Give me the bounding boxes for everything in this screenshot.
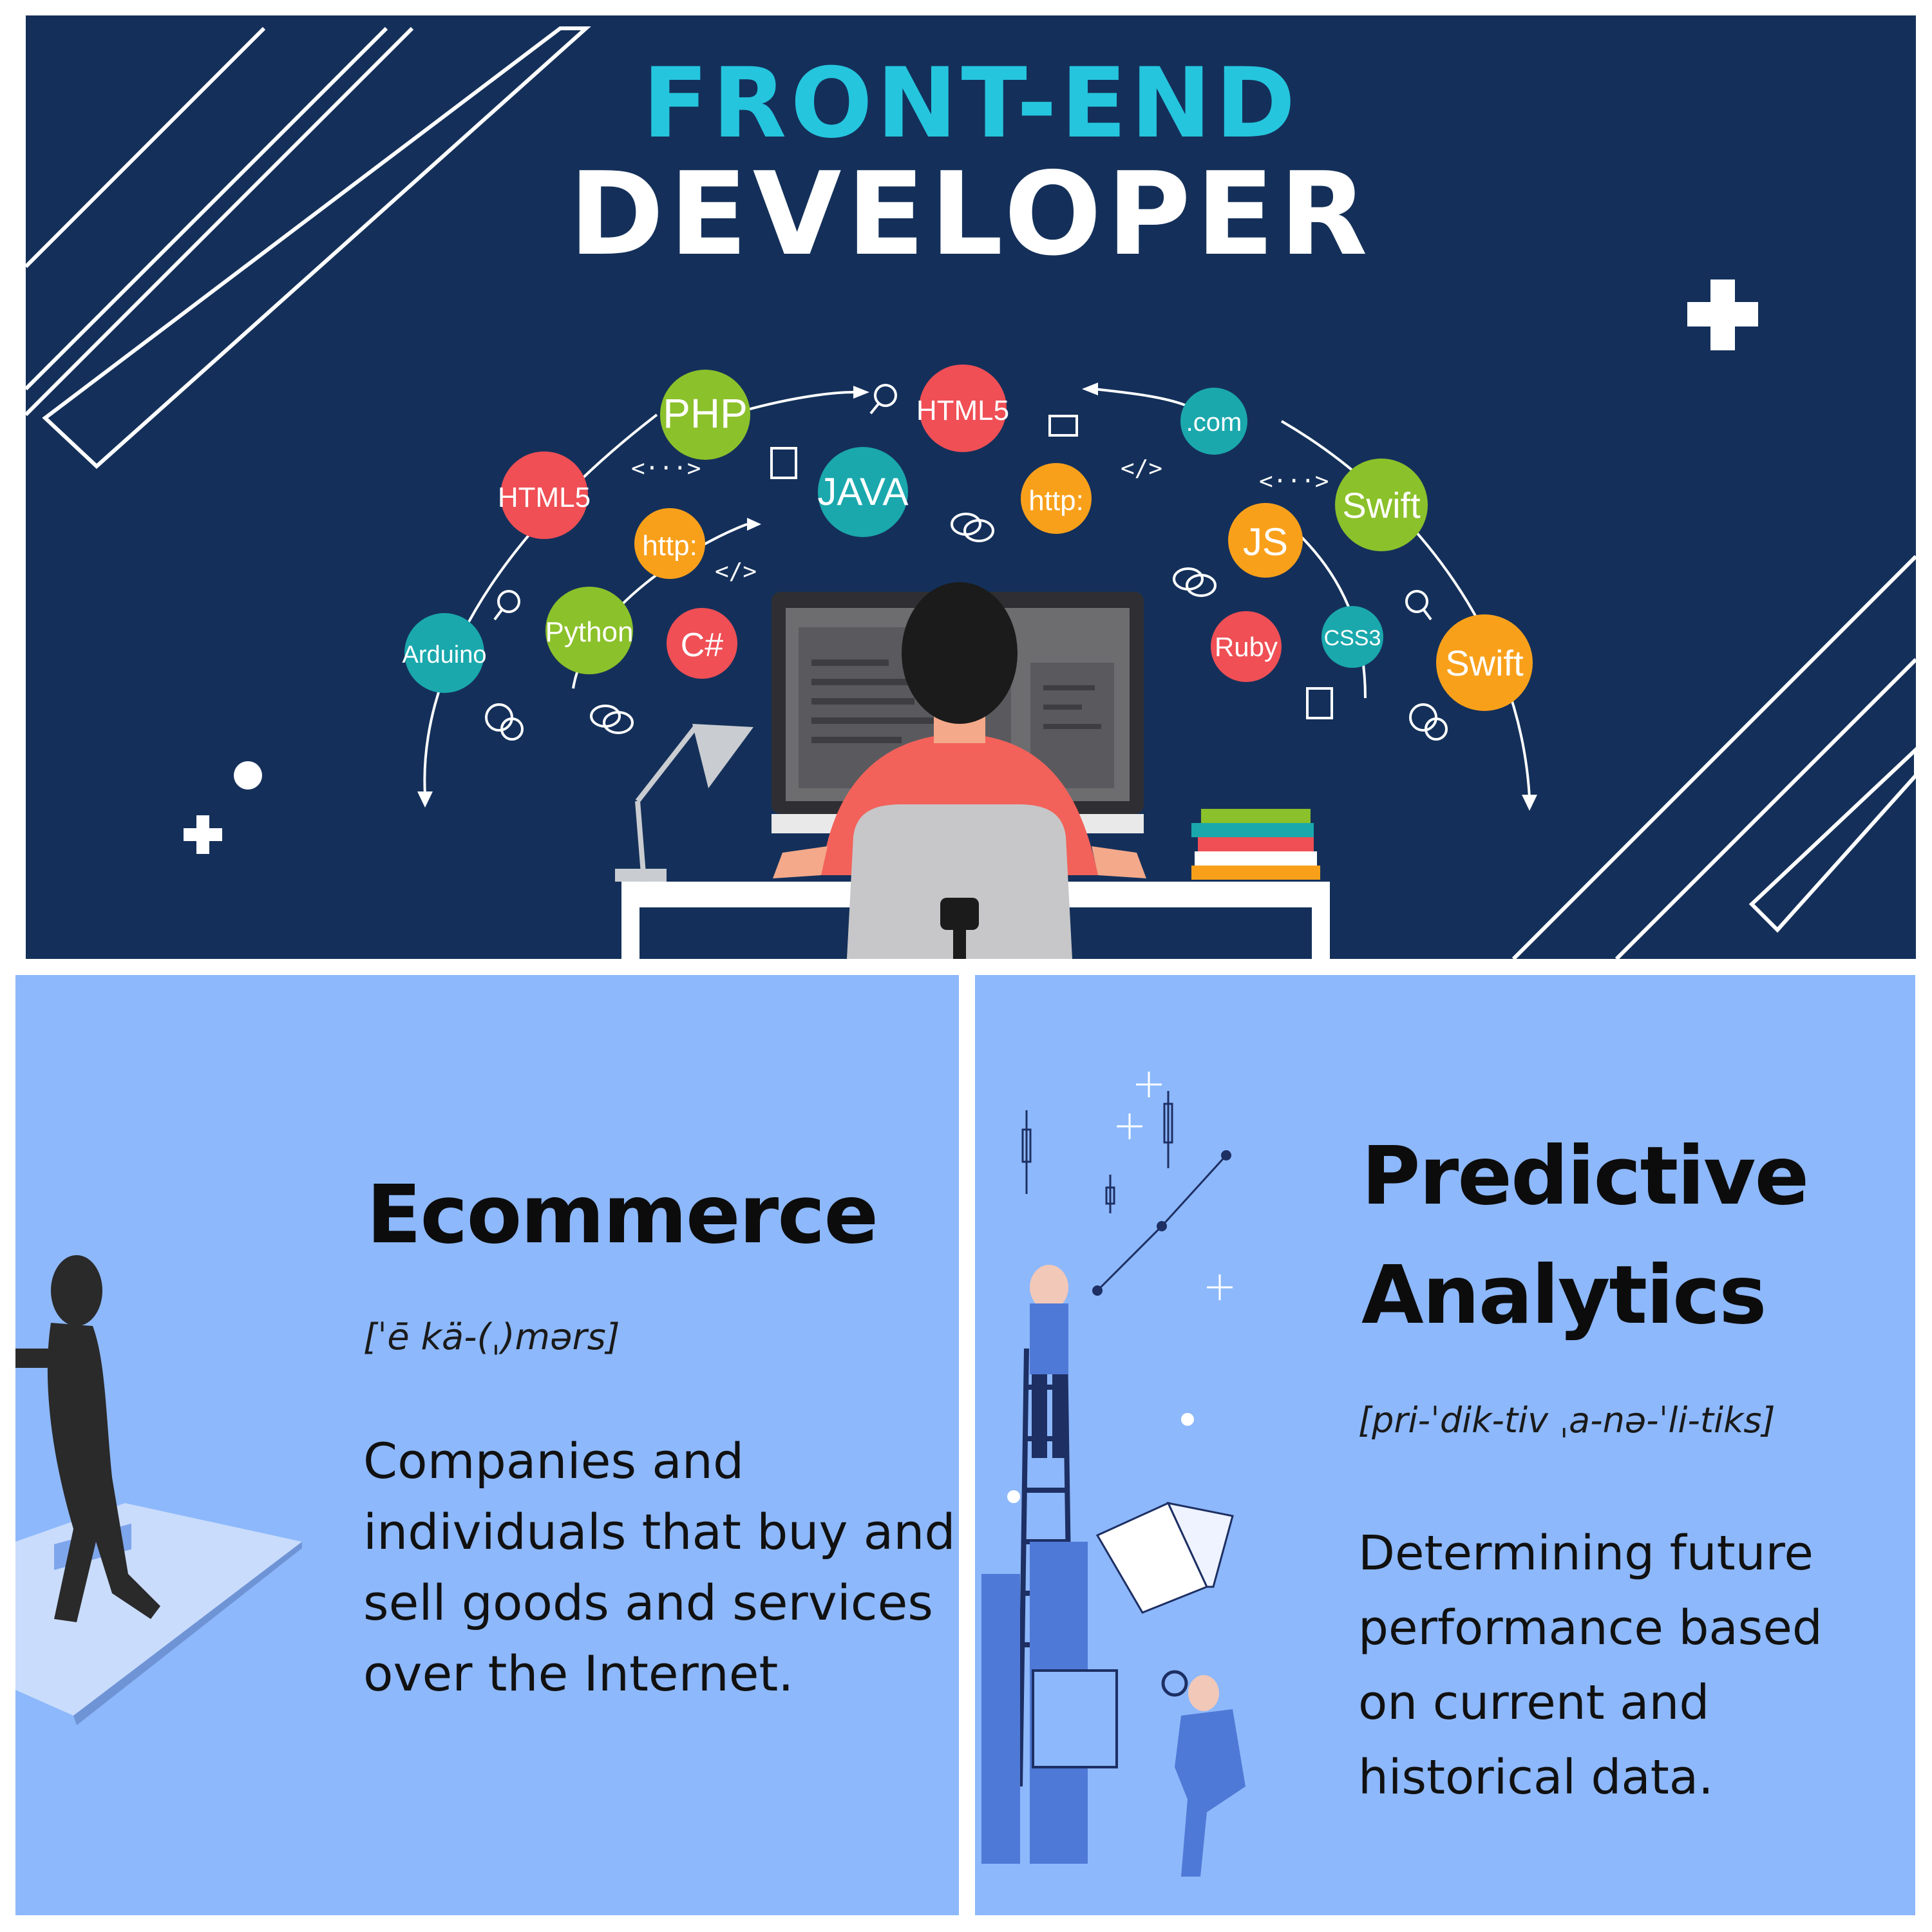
bubble-python: Python (545, 587, 634, 674)
predictive-analytics-illustration (981, 1072, 1245, 1877)
svg-text:</>: </> (1121, 455, 1162, 482)
svg-text:http:: http: (642, 530, 697, 562)
svg-text:</>: </> (715, 558, 757, 585)
front-end-developer-banner: PHP HTML5 HTML5 .com JAVA http: http: Sw… (26, 15, 1916, 959)
predictive-analytics-description: Determining future performance based on … (1358, 1526, 1823, 1805)
bubble-swift-b: Swift (1436, 614, 1533, 711)
open-book (1095, 1501, 1234, 1614)
svg-text:Arduino: Arduino (402, 641, 487, 668)
decorative-stripes (26, 26, 1916, 959)
search-icon (1405, 590, 1428, 613)
title-developer: DEVELOPER (569, 147, 1373, 281)
search-icon (497, 590, 520, 613)
gear-icon (1409, 703, 1437, 732)
gear-icon (485, 703, 513, 732)
code-tags: <···> </> </> <···> </> (631, 455, 1329, 585)
book-stack (1191, 809, 1320, 880)
document-icon (1306, 687, 1333, 719)
ecommerce-card: Ecommerce [ˈē kä-(ˌ)mərs] Companies and … (15, 975, 959, 1915)
desk-lamp (635, 725, 698, 882)
person-silhouette (51, 1255, 102, 1326)
svg-text:http:: http: (1028, 485, 1084, 516)
bubble-html5-a: HTML5 (916, 365, 1009, 452)
svg-text:PHP: PHP (663, 390, 748, 437)
climbing-person (1030, 1265, 1068, 1310)
bubble-http-a: http: (634, 508, 705, 579)
ecommerce-title: Ecommerce (366, 1168, 878, 1262)
bubble-csharp: C# (667, 608, 737, 679)
svg-text:Swift: Swift (1445, 643, 1524, 683)
bubble-js: JS (1228, 503, 1303, 578)
ecommerce-pronunciation: [ˈē kä-(ˌ)mərs] (363, 1316, 620, 1358)
svg-text:JAVA: JAVA (817, 470, 908, 513)
bubble-http-b: http: (1021, 463, 1092, 534)
svg-text:<···>: <···> (631, 455, 701, 482)
ecommerce-description: Companies and individuals that buy and s… (363, 1432, 956, 1702)
predictive-analytics-title: Predictive Analytics (1361, 1130, 1809, 1342)
arrow-heads (417, 383, 1537, 811)
bubble-html5-b: HTML5 (498, 451, 591, 539)
analyst-person (1188, 1675, 1219, 1711)
svg-text:Ruby: Ruby (1215, 632, 1278, 662)
title-front-end: FRONT-END (642, 48, 1300, 160)
svg-text:.com: .com (1186, 408, 1242, 437)
svg-text:HTML5: HTML5 (498, 482, 591, 513)
plus-icons (184, 279, 1758, 854)
banner-illustration: PHP HTML5 HTML5 .com JAVA http: http: Sw… (26, 26, 1916, 959)
predictive-analytics-pronunciation: [pri-ˈdik-tiv ˌa-nə-ˈli-tiks] (1358, 1400, 1776, 1441)
predictive-analytics-card: Predictive Analytics [pri-ˈdik-tiv ˌa-nə… (975, 975, 1915, 1915)
office-chair (847, 804, 1072, 959)
bubble-ruby: Ruby (1211, 611, 1282, 682)
bubble-css3: CSS3 (1321, 606, 1383, 668)
folder-icon (1048, 415, 1078, 437)
ecommerce-illustration (15, 1255, 302, 1725)
magnifier-icon (1161, 1670, 1188, 1697)
svg-text:JS: JS (1243, 520, 1288, 564)
document-icon (770, 447, 797, 479)
bubble-com: .com (1180, 388, 1247, 455)
svg-text:HTML5: HTML5 (916, 395, 1009, 426)
svg-text:CSS3: CSS3 (1324, 626, 1381, 650)
search-icon (874, 384, 897, 407)
svg-text:Swift: Swift (1342, 485, 1421, 526)
bubble-php: PHP (660, 370, 750, 460)
svg-text:<···>: <···> (1259, 468, 1329, 495)
bubble-java: JAVA (817, 447, 909, 537)
svg-text:C#: C# (681, 627, 724, 664)
bubble-swift-a: Swift (1335, 459, 1428, 551)
developer-desk-scene (615, 582, 1330, 959)
language-bubbles: PHP HTML5 HTML5 .com JAVA http: http: Sw… (402, 365, 1533, 711)
small-icons (485, 384, 1448, 741)
bubble-arduino: Arduino (402, 613, 487, 693)
svg-text:Python: Python (545, 616, 634, 648)
developer-hair (902, 582, 1018, 724)
